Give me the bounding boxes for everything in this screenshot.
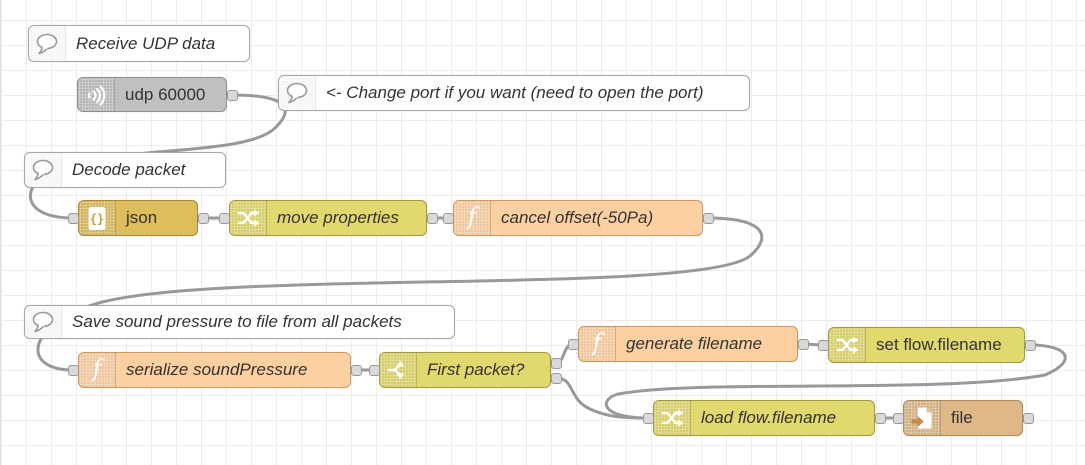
node-label: udp 60000 xyxy=(125,84,206,104)
node-comment-save-sound[interactable]: Save sound pressure to file from all pac… xyxy=(24,305,455,339)
node-serialize-soundpressure[interactable]: f serialize soundPressure xyxy=(78,352,351,388)
node-label: First packet? xyxy=(427,360,525,379)
node-label: move properties xyxy=(277,208,399,227)
output-port-generate-filename[interactable] xyxy=(797,338,809,350)
node-label: serialize soundPressure xyxy=(126,360,308,379)
node-comment-decode-packet[interactable]: Decode packet xyxy=(24,152,226,188)
node-label: file xyxy=(951,408,973,427)
shuffle-icon xyxy=(654,401,691,435)
output-port-file[interactable] xyxy=(1022,412,1034,424)
comment-icon xyxy=(25,306,62,338)
node-move-properties[interactable]: move properties xyxy=(229,200,427,236)
output-port-first-packet-2[interactable] xyxy=(550,372,562,384)
output-port-cancel-offset[interactable] xyxy=(702,212,714,224)
input-port-set-flow-filename[interactable] xyxy=(817,339,829,351)
input-port-file[interactable] xyxy=(892,412,904,424)
input-port-move-properties[interactable] xyxy=(218,212,230,224)
input-port-cancel-offset[interactable] xyxy=(442,212,454,224)
svg-text:{}: {} xyxy=(90,212,104,226)
output-port-set-flow-filename[interactable] xyxy=(1024,339,1036,351)
output-port-move-properties[interactable] xyxy=(426,212,438,224)
comment-icon xyxy=(25,153,62,187)
node-label: Receive UDP data xyxy=(76,33,216,53)
node-comment-change-port[interactable]: <- Change port if you want (need to open… xyxy=(278,75,750,111)
wire-first-packet-to-load-flow-filename[interactable] xyxy=(554,376,650,420)
node-label: json xyxy=(126,208,158,227)
input-port-load-flow-filename[interactable] xyxy=(642,412,654,424)
shuffle-icon xyxy=(829,328,866,362)
node-label: load flow.filename xyxy=(701,408,837,427)
node-json[interactable]: {} json xyxy=(78,200,198,236)
node-comment-receive-udp[interactable]: Receive UDP data xyxy=(28,25,250,62)
node-label: Save sound pressure to file from all pac… xyxy=(72,312,402,331)
input-port-first-packet[interactable] xyxy=(368,364,380,376)
node-load-flow-filename[interactable]: load flow.filename xyxy=(653,400,875,436)
node-file[interactable]: file xyxy=(903,400,1023,436)
node-generate-filename[interactable]: f generate filename xyxy=(578,326,798,362)
input-port-json[interactable] xyxy=(67,212,79,224)
function-icon: f xyxy=(79,353,116,387)
output-port-load-flow-filename[interactable] xyxy=(874,412,886,424)
output-port-json[interactable] xyxy=(197,212,209,224)
node-cancel-offset[interactable]: f cancel offset(-50Pa) xyxy=(453,200,703,236)
shuffle-icon xyxy=(230,201,267,235)
comment-icon xyxy=(279,76,316,110)
node-label: set flow.filename xyxy=(876,335,1002,354)
function-icon: f xyxy=(579,327,616,361)
node-label: cancel offset(-50Pa) xyxy=(501,208,654,227)
node-udp-60000[interactable]: udp 60000 xyxy=(77,77,227,112)
output-port-udp-60000[interactable] xyxy=(226,89,238,101)
node-label: <- Change port if you want (need to open… xyxy=(326,83,704,102)
file-icon xyxy=(904,401,941,435)
node-first-packet[interactable]: First packet? xyxy=(379,352,551,388)
output-port-first-packet-1[interactable] xyxy=(550,357,562,369)
input-port-generate-filename[interactable] xyxy=(567,338,579,350)
node-label: Decode packet xyxy=(72,160,186,179)
switch-icon xyxy=(380,353,417,387)
function-icon: f xyxy=(454,201,491,235)
json-icon: {} xyxy=(79,201,116,235)
broadcast-icon xyxy=(78,78,115,111)
input-port-serialize-soundpressure[interactable] xyxy=(67,364,79,376)
node-set-flow-filename[interactable]: set flow.filename xyxy=(828,327,1025,363)
comment-icon xyxy=(29,26,66,61)
node-label: generate filename xyxy=(626,334,763,353)
wire-set-flow-filename-to-load-flow-filename[interactable] xyxy=(604,343,1067,420)
output-port-serialize-soundpressure[interactable] xyxy=(350,364,362,376)
